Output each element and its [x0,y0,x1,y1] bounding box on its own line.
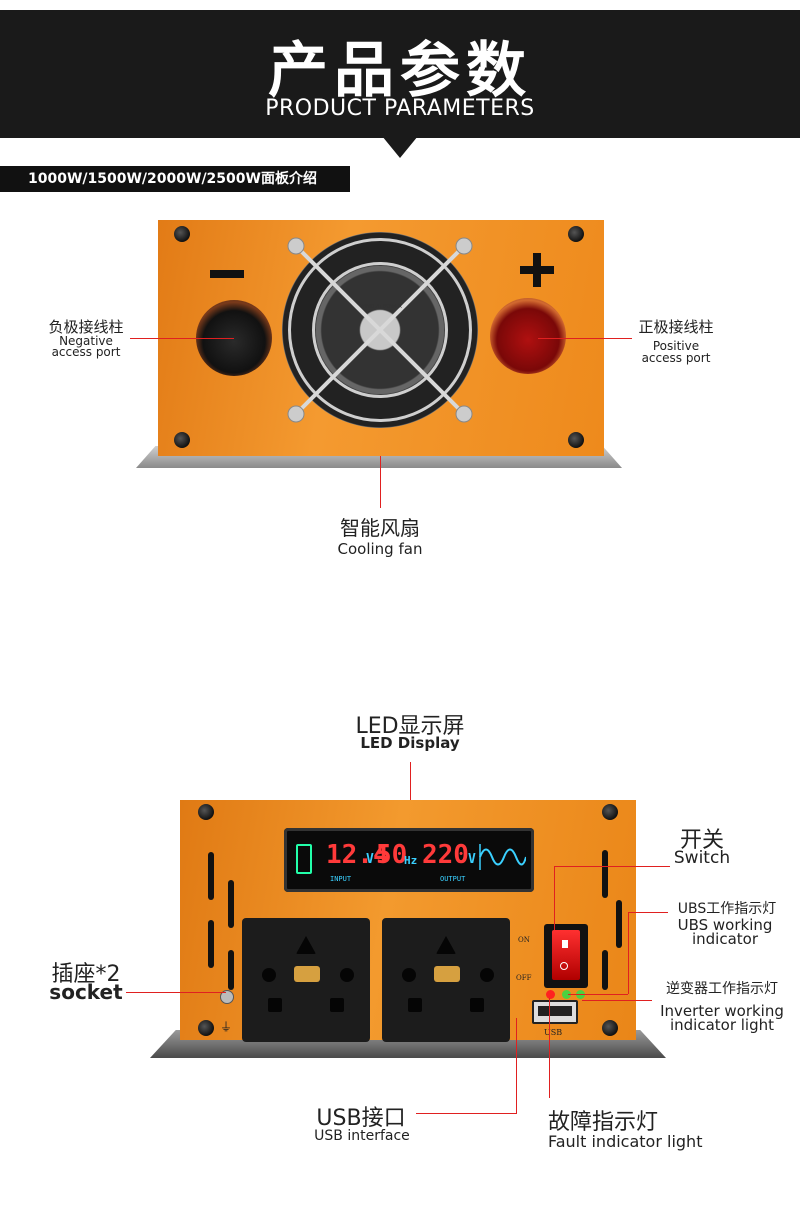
usb-label-en: USB interface [314,1128,410,1144]
header-arrow [382,136,418,158]
socket-hole [330,998,344,1012]
led-display-label-cn: LED显示屏 [355,714,465,739]
socket-hole [480,968,494,982]
fault-label-cn: 故障指示灯 [548,1110,659,1135]
vent-slot [228,950,234,990]
fan-label-en: Cooling fan [337,540,423,558]
callout-line [380,456,381,508]
negative-label-en: Negative [59,334,113,348]
screw-icon [174,432,190,448]
switch-label-cn: 开关 [679,828,724,853]
plus-symbol-text: + [510,264,554,265]
sine-wave-icon [479,844,526,870]
led-display-label-en: LED Display [360,734,460,752]
vent-slot [208,920,214,968]
lcd-input-unit: V [366,852,374,867]
callout-line [126,992,226,993]
ubs-label-en: UBS working [677,916,773,934]
vent-slot [228,880,234,928]
callout-line [554,866,555,930]
power-switch-rocker[interactable] [552,930,580,980]
callout-line [549,998,550,1098]
switch-on-label: ON [518,936,530,944]
minus-symbol-text: − [200,264,244,265]
callout-line [516,1018,517,1114]
callout-line [568,994,628,995]
section-label: 1000W/1500W/2000W/2500W面板介绍 [0,166,350,192]
fault-label-en: Fault indicator light [548,1132,703,1151]
socket-contact [434,966,460,982]
switch-on-mark-icon [562,940,568,948]
vent-slot [602,950,608,990]
switch-label-en: Switch [673,848,731,868]
callout-line [130,338,234,339]
lcd-output-unit: V [468,852,476,867]
socket-hole [470,998,484,1012]
socket-hole [262,968,276,982]
screw-icon [568,226,584,242]
plus-icon [533,253,541,287]
screw-icon [568,432,584,448]
fan-guard [312,262,448,398]
ground-icon: ⏚ [220,1020,233,1034]
vent-slot [616,900,622,948]
minus-icon [210,270,244,278]
callout-line [628,912,629,994]
screw-icon [602,1020,618,1036]
socket-hole [268,998,282,1012]
callout-line [410,762,411,832]
inverter-label-en: indicator light [669,1016,775,1034]
screw-icon [198,804,214,820]
negative-label-en: access port [51,345,121,359]
socket-hole [402,968,416,982]
positive-label-cn: 正极接线柱 [638,318,714,336]
callout-line [582,1000,652,1001]
switch-off-mark-icon [560,962,568,970]
positive-terminal [490,298,566,374]
vent-slot [208,852,214,900]
ubs-label-cn: UBS工作指示灯 [677,901,777,917]
socket-label-en: socket [49,980,123,1004]
page-subtitle: PRODUCT PARAMETERS [265,96,535,121]
positive-label-en: Positive [652,339,700,353]
positive-label-en: access port [641,351,711,365]
fan-label: WIND AT POWER [360,304,402,310]
socket-label-cn: 插座*2 [51,962,121,987]
ground-screw-icon [220,990,234,1004]
page-title: 产品参数 [268,36,532,106]
callout-line [628,912,668,913]
battery-icon [296,844,312,874]
lcd-output-label: OUTPUT [440,875,466,883]
lcd-freq-unit: Hz [404,854,418,867]
ubs-label-en: indicator [691,930,759,948]
usb-port-slot [538,1006,572,1016]
lcd-output-value: 220 [422,840,469,870]
screw-icon [174,226,190,242]
negative-label-cn: 负极接线柱 [48,318,124,336]
fan-label-cn: 智能风扇 [340,516,420,540]
callout-line [416,1113,516,1114]
callout-line [538,338,632,339]
header-banner [0,10,800,138]
inverter-label-en: Inverter working [660,1002,784,1020]
socket-hole [408,998,422,1012]
lcd-input-label: INPUT [330,875,352,883]
fault-indicator-led [546,990,555,999]
inverter-label-cn: 逆变器工作指示灯 [666,981,778,997]
socket-hole [340,968,354,982]
screw-icon [602,804,618,820]
socket-contact [294,966,320,982]
lcd-input-value: 12.4 [326,840,389,870]
screw-icon [198,1020,214,1036]
fan-grill-icon [287,237,473,423]
usb-label-cn: USB接口 [316,1106,406,1131]
switch-off-label: OFF [516,974,532,982]
usb-port-label: USB [544,1028,563,1037]
fan-guard [288,238,472,422]
ubs-indicator-led [562,990,571,999]
callout-line [554,866,670,867]
vent-slot [602,850,608,898]
lcd-freq-value: 50 [376,840,408,870]
